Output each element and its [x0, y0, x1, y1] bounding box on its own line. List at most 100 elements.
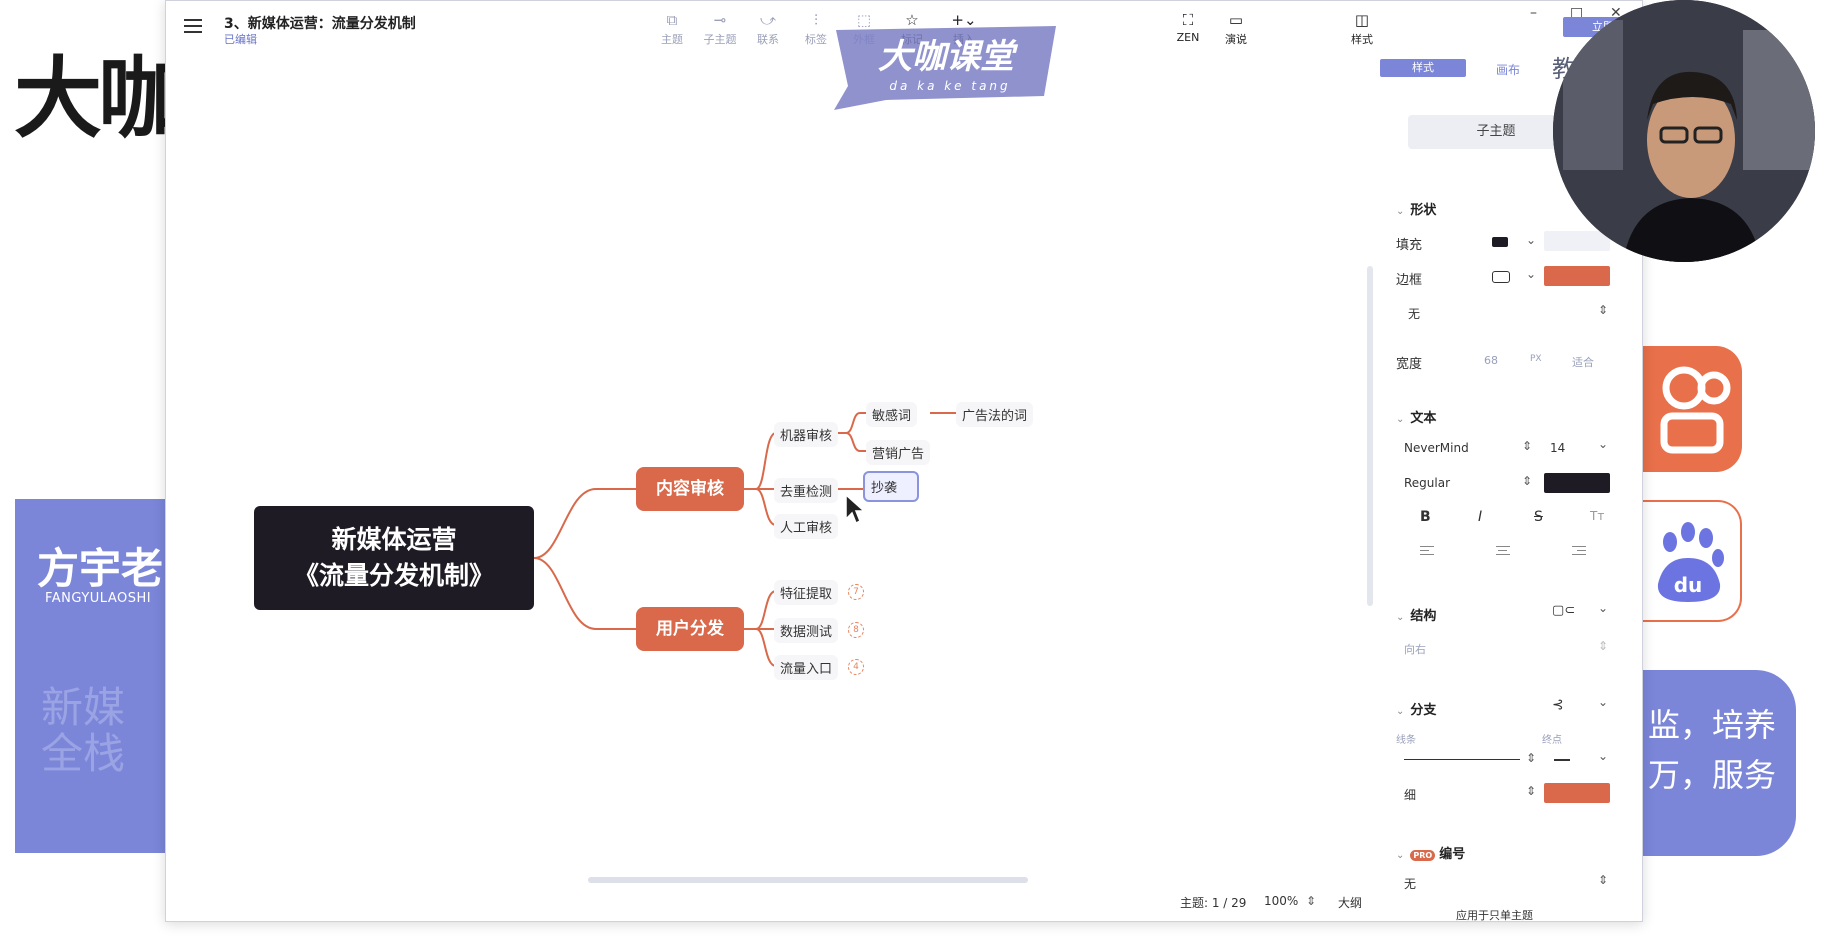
border-shape-icon[interactable]: [1492, 271, 1510, 283]
toolbar-style-button[interactable]: ◫样式: [1340, 11, 1384, 47]
shape-section-header[interactable]: ⌄形状: [1396, 203, 1437, 218]
presenter-webcam: [1553, 0, 1815, 262]
topic-badge: 4: [848, 659, 864, 675]
width-auto-button[interactable]: 适合: [1572, 356, 1594, 369]
relation-icon: ⤻: [759, 11, 777, 29]
zen-icon: ⛶: [1182, 11, 1194, 29]
topic-marketing-ads[interactable]: 营销广告: [866, 440, 931, 465]
side-card-line1: 监，培养: [1648, 706, 1777, 744]
hamburger-menu-icon[interactable]: [184, 19, 202, 33]
bold-button[interactable]: B: [1420, 509, 1431, 525]
fill-color-swatch[interactable]: [1544, 231, 1610, 251]
branch-section-header[interactable]: ⌄分支: [1396, 703, 1437, 718]
pro-badge: PRO: [1410, 850, 1436, 861]
stepper-icon[interactable]: ⇕: [1598, 639, 1609, 653]
line-label: 线条: [1396, 735, 1416, 746]
font-size-select[interactable]: 14: [1550, 441, 1566, 455]
root-topic-line1: 新媒体运营: [331, 525, 457, 554]
outline-button[interactable]: 大纲: [1338, 896, 1363, 910]
topic-dedupe-check[interactable]: 去重检测: [774, 478, 839, 503]
tab-canvas[interactable]: 画布: [1496, 63, 1521, 77]
border-color-swatch[interactable]: [1544, 266, 1610, 286]
stepper-icon[interactable]: ⇕: [1526, 784, 1537, 798]
close-button[interactable]: ✕: [1610, 5, 1622, 21]
branch-color-swatch[interactable]: [1544, 783, 1610, 803]
style-icon: ◫: [1354, 11, 1370, 29]
zoom-stepper-icon[interactable]: ⇕: [1306, 894, 1317, 908]
numbering-select[interactable]: 无: [1404, 877, 1417, 891]
topic-sensitive-words[interactable]: 敏感词: [866, 402, 918, 427]
logo-sub-text: da ka ke tang: [889, 79, 1010, 93]
structure-icon[interactable]: ▢⊂: [1552, 603, 1576, 618]
font-family-select[interactable]: NeverMind: [1404, 441, 1469, 455]
topic-icon: ⧉: [666, 11, 678, 29]
vertical-scrollbar[interactable]: [1367, 266, 1373, 606]
chevron-down-icon[interactable]: ⌄: [1526, 267, 1537, 281]
stepper-icon[interactable]: ⇕: [1526, 751, 1537, 765]
topic-badge: 7: [848, 584, 864, 600]
font-weight-select[interactable]: Regular: [1404, 476, 1451, 490]
branch-content-review[interactable]: 内容审核: [636, 467, 744, 511]
presenter-name: 方宇老: [37, 544, 164, 593]
tab-style[interactable]: 样式: [1380, 59, 1466, 77]
presenter-card: 方宇老 FANGYULAOSHI 新媒全栈: [15, 499, 165, 853]
structure-section-header[interactable]: ⌄结构: [1396, 609, 1437, 624]
chevron-down-icon: ⌄: [1396, 706, 1405, 717]
root-topic[interactable]: 新媒体运营 《流量分发机制》: [254, 506, 534, 610]
boundary-icon: ⬚: [856, 11, 872, 29]
stepper-icon[interactable]: ⇕: [1522, 474, 1533, 488]
toolbar-subtopic-button[interactable]: ⊸子主题: [698, 11, 742, 47]
strikethrough-button[interactable]: S: [1534, 509, 1543, 525]
line-end-preview[interactable]: [1554, 759, 1570, 761]
stepper-icon[interactable]: ⇕: [1522, 439, 1533, 453]
line-style-preview[interactable]: [1404, 759, 1520, 760]
italic-button[interactable]: I: [1478, 509, 1483, 525]
stepper-icon[interactable]: ⇕: [1598, 873, 1609, 887]
slide-title: 大咖: [14, 47, 186, 150]
toolbar-tag-button[interactable]: ⫶标签: [794, 11, 838, 47]
line-weight-select[interactable]: 细: [1404, 788, 1417, 802]
baidu-logo-icon: du: [1640, 500, 1742, 622]
subtopic-icon: ⊸: [713, 11, 727, 29]
branch-user-distribution[interactable]: 用户分发: [636, 607, 744, 651]
text-section-header[interactable]: ⌄文本: [1396, 411, 1437, 426]
topic-data-test[interactable]: 数据测试: [774, 618, 839, 643]
zoom-level[interactable]: 100%: [1264, 894, 1299, 908]
topic-badge: 8: [848, 622, 864, 638]
toolbar-zen-button[interactable]: ⛶ZEN: [1166, 11, 1210, 44]
text-color-swatch[interactable]: [1544, 473, 1610, 493]
align-left-icon[interactable]: [1420, 546, 1434, 556]
topic-plagiarism-selected[interactable]: 抄袭: [863, 471, 920, 502]
topic-manual-review[interactable]: 人工审核: [774, 514, 839, 539]
branch-style-icon[interactable]: ⊰: [1552, 697, 1564, 713]
chevron-down-icon[interactable]: ⌄: [1598, 601, 1609, 615]
stepper-icon[interactable]: ⇕: [1598, 303, 1609, 317]
apply-all-link[interactable]: 应用于只单主题: [1456, 909, 1533, 922]
topic-machine-review[interactable]: 机器审核: [774, 422, 839, 447]
text-case-button[interactable]: Tт: [1590, 509, 1605, 523]
align-right-icon[interactable]: [1572, 546, 1586, 556]
presenter-sub: FANGYULAOSHI: [45, 591, 152, 606]
align-center-icon[interactable]: [1496, 546, 1510, 556]
toolbar-relation-button[interactable]: ⤻联系: [746, 11, 790, 47]
chevron-down-icon[interactable]: ⌄: [1526, 233, 1537, 247]
border-style-value[interactable]: 无: [1408, 307, 1421, 321]
topic-feature-extraction[interactable]: 特征提取: [774, 580, 839, 605]
presenter-ghost-text: 新媒全栈: [41, 683, 126, 778]
minimize-button[interactable]: –: [1530, 5, 1537, 21]
fill-shape-icon[interactable]: [1492, 237, 1508, 247]
chevron-down-icon[interactable]: ⌄: [1598, 437, 1609, 451]
plus-icon: +⌄: [951, 11, 977, 29]
chevron-down-icon[interactable]: ⌄: [1598, 749, 1609, 763]
side-card-line2: 万，服务: [1648, 756, 1777, 794]
horizontal-scrollbar[interactable]: [588, 877, 1028, 883]
mindmap-connectors: [533, 412, 956, 667]
chevron-down-icon[interactable]: ⌄: [1598, 695, 1609, 709]
width-input[interactable]: 68: [1484, 354, 1498, 367]
topic-traffic-entry[interactable]: 流量入口: [774, 655, 839, 680]
toolbar-pitch-button[interactable]: ▭演说: [1214, 11, 1258, 47]
toolbar-topic-button[interactable]: ⧉主题: [650, 11, 694, 47]
structure-direction-select[interactable]: 向右: [1404, 643, 1426, 656]
topic-ad-law-words[interactable]: 广告法的词: [956, 402, 1034, 427]
